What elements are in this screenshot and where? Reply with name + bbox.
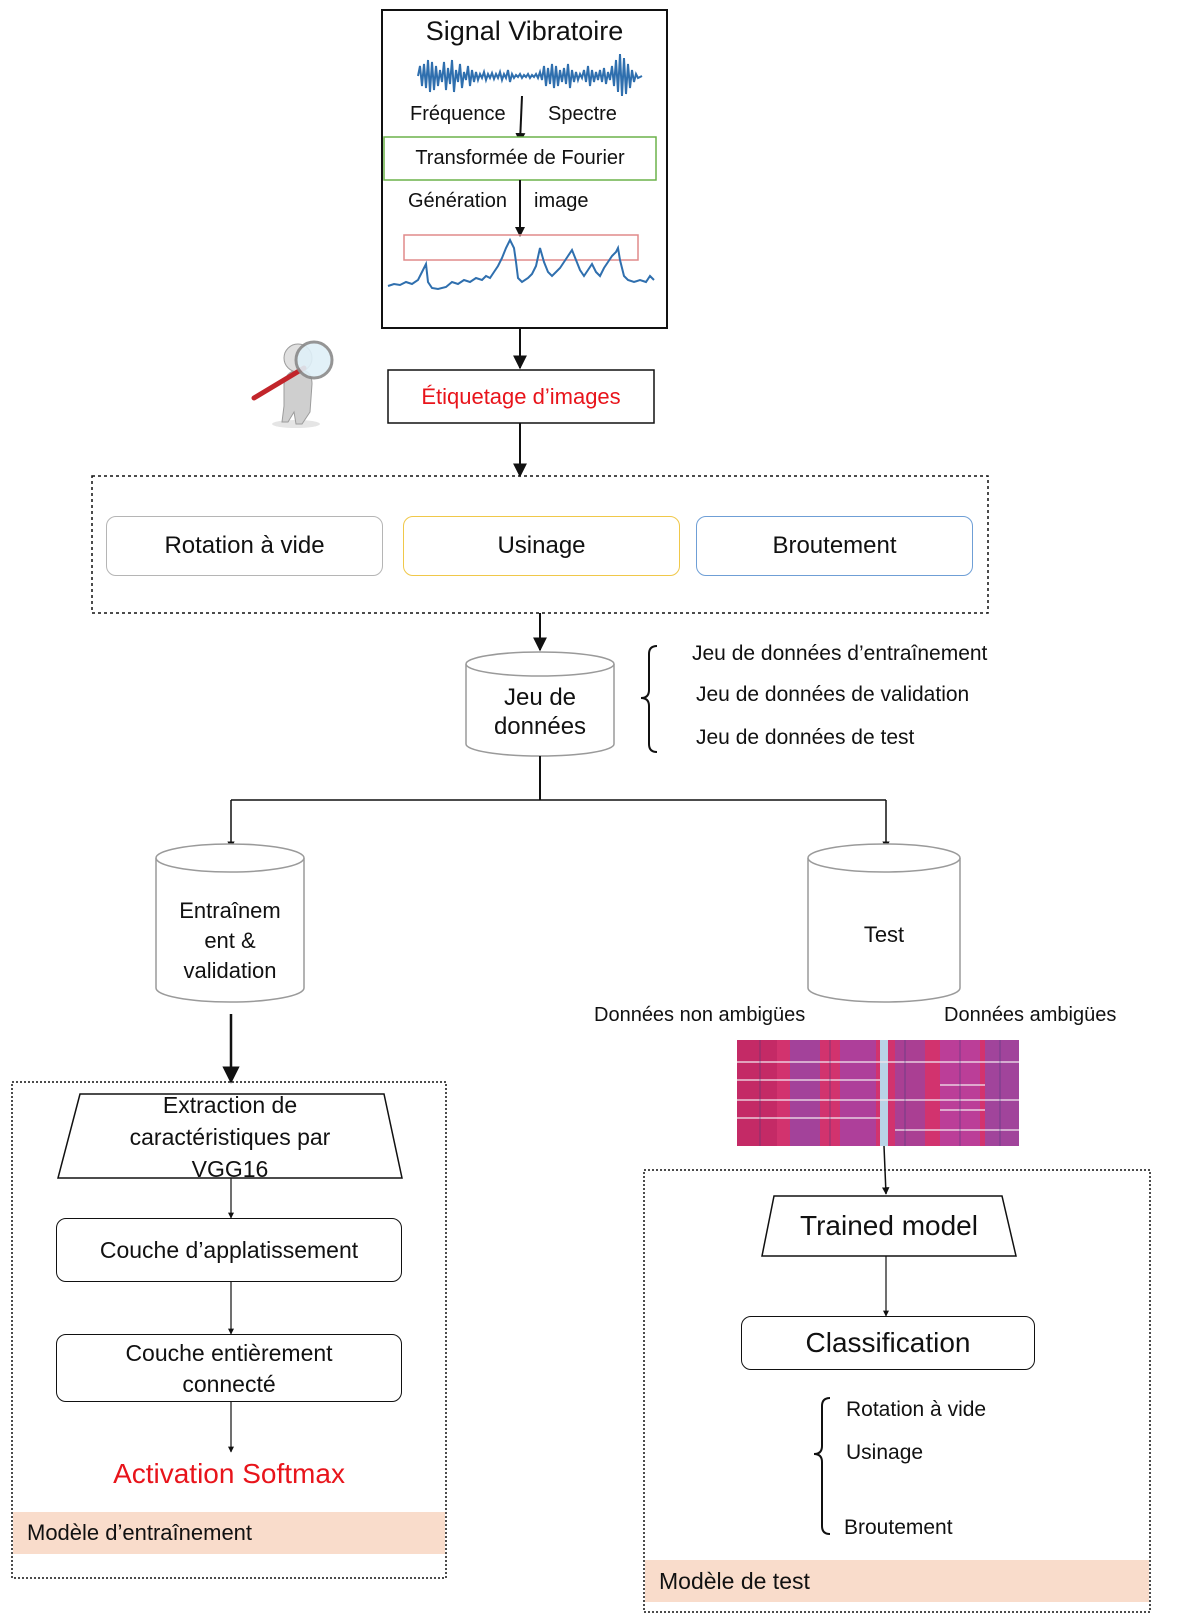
magnifier-figure-icon <box>250 340 350 430</box>
split-test: Jeu de données de test <box>696 726 915 749</box>
dense-line2: connecté <box>182 1371 276 1397</box>
dataset-cylinder <box>465 651 615 757</box>
extraction-line2: caractéristiques par <box>129 1124 331 1150</box>
spectrum-label: Spectre <box>548 103 617 125</box>
classification-box: Classification <box>741 1316 1035 1370</box>
fourier-box <box>383 136 657 181</box>
class-rotation: Rotation à vide <box>106 516 383 576</box>
test-db-label: Test <box>863 922 905 947</box>
vibration-waveform <box>417 53 643 97</box>
extraction-line1: Extraction de <box>162 1092 298 1118</box>
extraction-trapezoid <box>57 1093 403 1179</box>
peak-highlight-box <box>403 234 639 261</box>
outputs-brace <box>813 1397 831 1535</box>
dataset-label-line1: Jeu de <box>503 684 577 711</box>
softmax-label: Activation Softmax <box>113 1458 345 1489</box>
training-model-footer: Modèle d’entraînement <box>13 1512 445 1554</box>
splits-brace <box>640 645 658 753</box>
output-usinage: Usinage <box>846 1441 924 1464</box>
train-db-line3: validation <box>183 958 277 983</box>
trained-model-trapezoid <box>761 1195 1017 1257</box>
split-validation: Jeu de données de validation <box>696 683 970 706</box>
signal-title: Signal Vibratoire <box>425 16 624 46</box>
arrow-signal-fourier <box>515 95 526 143</box>
dense-line1: Couche entièrement <box>125 1340 333 1366</box>
spectrogram-image <box>737 1040 1019 1146</box>
generation-label: Génération <box>408 190 507 212</box>
dataset-label-line2: données <box>493 713 587 740</box>
non-ambiguous-label: Données non ambigües <box>594 1004 806 1026</box>
signal-box <box>381 9 668 329</box>
test-model-footer: Modèle de test <box>645 1560 1149 1602</box>
output-rotation: Rotation à vide <box>846 1398 987 1421</box>
train-db-cylinder <box>155 843 305 1003</box>
ambiguous-label: Données ambigües <box>944 1004 1117 1026</box>
dense-layer-box <box>56 1334 402 1402</box>
test-model-container <box>643 1169 1151 1613</box>
output-broutement: Broutement <box>844 1516 953 1539</box>
spectrum-curve <box>387 237 655 291</box>
class-usinage: Usinage <box>403 516 680 576</box>
image-label: image <box>534 190 589 212</box>
trained-model-label: Trained model <box>800 1210 978 1241</box>
test-db-cylinder <box>807 843 961 1003</box>
labeling-text: Étiquetage d’images <box>421 383 621 409</box>
flatten-layer-box: Couche d’applatissement <box>56 1218 402 1282</box>
train-db-line1: Entraînem <box>179 898 281 923</box>
split-train: Jeu de données d’entraînement <box>692 642 988 665</box>
fourier-label: Transformée de Fourier <box>415 147 625 169</box>
extraction-line3: VGG16 <box>191 1156 269 1182</box>
frequency-label: Fréquence <box>410 103 506 125</box>
class-broutement: Broutement <box>696 516 973 576</box>
train-db-line2: ent & <box>204 928 256 953</box>
training-model-container <box>11 1081 447 1579</box>
labeling-box <box>387 369 655 424</box>
